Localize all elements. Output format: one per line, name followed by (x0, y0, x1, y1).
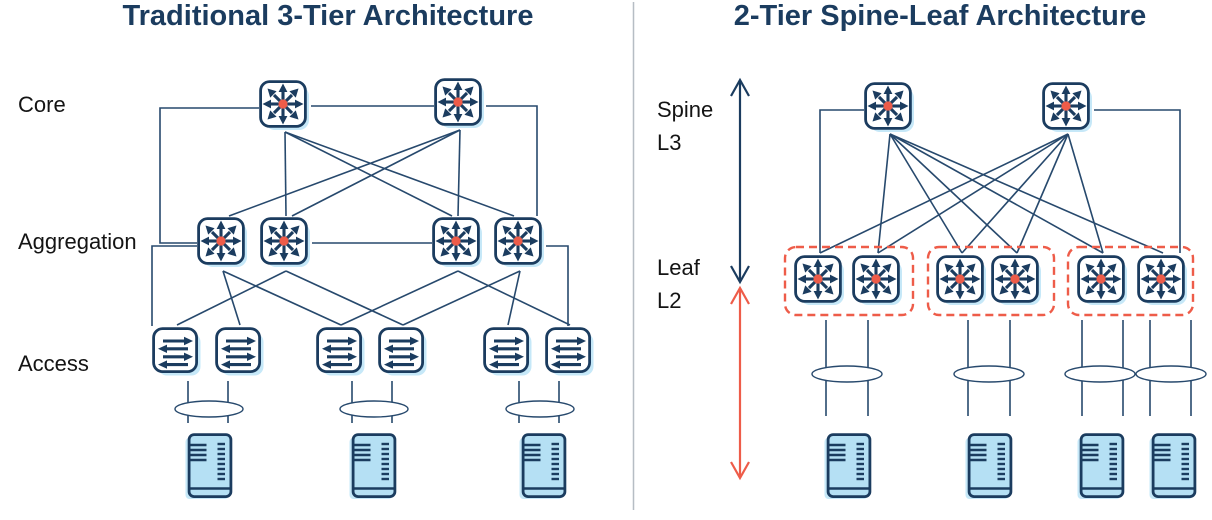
right-diagram (730, 77, 1207, 500)
aggregation-switch-icon (496, 219, 544, 267)
leaf-switch-icon (938, 257, 986, 305)
leaf-switch-icon (1139, 257, 1187, 305)
aggregation-access-links (176, 270, 571, 326)
network-segment-ellipse (1135, 365, 1207, 383)
l3-extent-arrow (730, 77, 750, 285)
label-leaf-layer: L2 (657, 288, 682, 313)
label-core-tier: Core (18, 92, 66, 117)
l2-extent-arrow (730, 285, 750, 481)
spine-switch-icon (1044, 84, 1092, 132)
aggregation-switch-icon (199, 219, 247, 267)
access-switch-icon (483, 327, 533, 377)
core-switch-icon (436, 80, 484, 128)
right-diagram-title: 2-Tier Spine-Leaf Architecture (733, 0, 1147, 32)
server-icon (965, 433, 1013, 500)
server-icon (824, 433, 872, 500)
network-segment-ellipse (953, 365, 1025, 383)
leaf-switch-icon (854, 257, 902, 305)
label-access-tier: Access (18, 351, 89, 376)
left-diagram-title: Traditional 3-Tier Architecture (122, 0, 534, 32)
left-diagram (151, 80, 595, 500)
network-segment-ellipse (505, 400, 575, 418)
network-segment-ellipse (339, 400, 409, 418)
access-switch-icon (378, 327, 428, 377)
network-segment-ellipse (811, 365, 883, 383)
access-switch-icon (152, 327, 202, 377)
aggregation-switch-icon (434, 219, 482, 267)
label-spine-tier: Spine (657, 97, 714, 122)
access-switch-icon (316, 327, 366, 377)
spine-leaf-links (819, 109, 1181, 254)
leaf-switch-icon (993, 257, 1041, 305)
core-links (159, 105, 538, 244)
network-segment-ellipse (174, 400, 244, 418)
aggregation-links (151, 242, 569, 326)
leaf-pair-group-box (926, 245, 1056, 317)
server-icon (349, 433, 397, 500)
leaf-switch-icon (1079, 257, 1127, 305)
access-switch-icon (545, 327, 595, 377)
leaf-switch-icon (796, 257, 844, 305)
server-icon (519, 433, 567, 500)
spine-switch-icon (866, 84, 914, 132)
leaf-pair-group-box (1066, 245, 1195, 317)
leaf-pair-group-box (783, 245, 915, 317)
access-switch-icon (215, 327, 265, 377)
label-spine-layer: L3 (657, 130, 682, 155)
server-icon (185, 433, 233, 500)
label-aggregation-tier: Aggregation (18, 229, 137, 254)
label-leaf-tier: Leaf (657, 255, 700, 280)
network-segment-ellipse (1064, 365, 1136, 383)
server-icon (1149, 433, 1197, 500)
aggregation-switch-icon (262, 219, 310, 267)
server-icon (1077, 433, 1125, 500)
core-switch-icon (261, 82, 309, 130)
core-aggregation-links (228, 129, 515, 217)
